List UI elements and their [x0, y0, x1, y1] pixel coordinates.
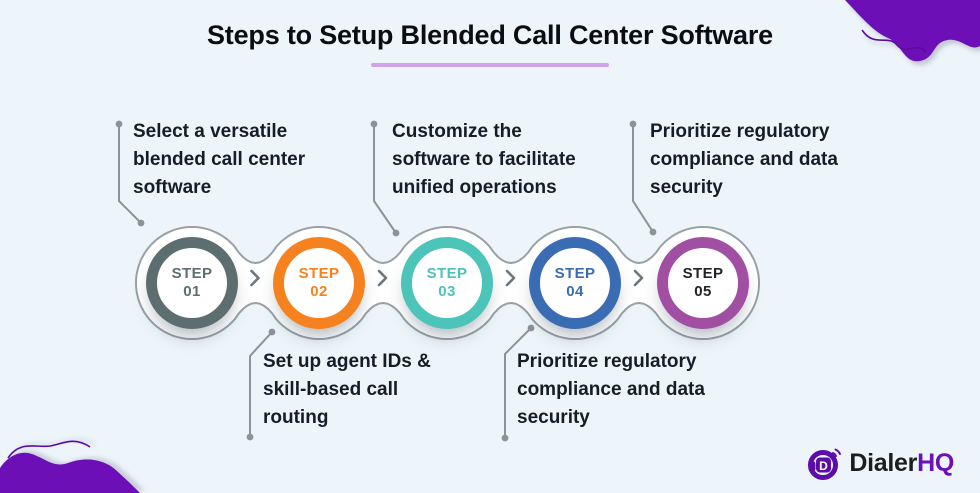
description-line: compliance and data — [650, 149, 838, 170]
description-line: compliance and data — [517, 379, 705, 400]
description-line: Select a versatile — [133, 121, 288, 142]
dialerhq-logo: D DialerHQ — [806, 445, 954, 481]
page-title: Steps to Setup Blended Call Center Softw… — [207, 20, 773, 50]
description-line: Prioritize regulatory — [517, 351, 697, 372]
description-line: software to facilitate — [392, 149, 576, 170]
step-03-description: Customize the software to facilitate uni… — [392, 118, 576, 202]
step-word: STEP — [171, 265, 213, 282]
step-02-description: Set up agent IDs & skill-based call rout… — [263, 348, 431, 432]
description-line: routing — [263, 407, 329, 428]
description-line: Customize the — [392, 121, 522, 142]
description-line: software — [133, 177, 212, 198]
brand-name-dialer: Dialer — [849, 449, 918, 477]
step-word: STEP — [426, 265, 468, 282]
leader-line-dot — [115, 120, 123, 128]
step-word: STEP — [298, 265, 340, 282]
description-line: skill-based call — [263, 379, 399, 400]
title-underline — [371, 63, 609, 67]
step-number: 01 — [183, 283, 201, 300]
description-line: Set up agent IDs & — [263, 351, 431, 372]
bottom-left-wave-line — [7, 440, 91, 459]
leader-line-dot — [392, 229, 400, 237]
leader-line-dot — [268, 328, 276, 336]
step-number: 04 — [566, 283, 584, 300]
description-line: Prioritize regulatory — [650, 121, 830, 142]
step-word: STEP — [682, 265, 724, 282]
step-number: 03 — [438, 283, 456, 300]
step-circle-05: STEP 05 — [657, 237, 749, 329]
description-line: security — [517, 407, 590, 428]
leader-line-dot — [649, 228, 657, 236]
step-04-description: Prioritize regulatory compliance and dat… — [517, 348, 705, 432]
step-circle-03: STEP 03 — [401, 237, 493, 329]
description-line: unified operations — [392, 177, 557, 198]
step-circle-04: STEP 04 — [529, 237, 621, 329]
description-line: security — [650, 177, 723, 198]
leader-line-dot — [501, 434, 509, 442]
bottom-left-wave-decoration — [0, 440, 140, 493]
description-line: blended call center — [133, 149, 306, 170]
leader-line-dot — [137, 219, 145, 227]
brand-name-hq: HQ — [917, 449, 954, 477]
chevron-right-icon — [377, 269, 388, 287]
leader-line-dot — [246, 433, 254, 441]
leader-line-dot — [629, 120, 637, 128]
step-05-description: Prioritize regulatory compliance and dat… — [650, 118, 838, 202]
step-01-description: Select a versatile blended call center s… — [133, 118, 305, 202]
chevron-right-icon — [633, 269, 644, 287]
step-circle-01: STEP 01 — [146, 237, 238, 329]
step-number: 05 — [694, 283, 712, 300]
dialerhq-logo-icon: D — [808, 448, 842, 480]
leader-line-dot — [527, 324, 535, 332]
step-word: STEP — [554, 265, 596, 282]
leader-line-dot — [370, 120, 378, 128]
dialerhq-wordmark: DialerHQ — [849, 445, 954, 481]
svg-text:D: D — [820, 459, 829, 473]
step-circle-02: STEP 02 — [273, 237, 365, 329]
chevron-right-icon — [505, 269, 516, 287]
step-number: 02 — [310, 283, 328, 300]
chevron-right-icon — [250, 269, 260, 287]
bottom-left-blob-shape — [0, 452, 140, 493]
